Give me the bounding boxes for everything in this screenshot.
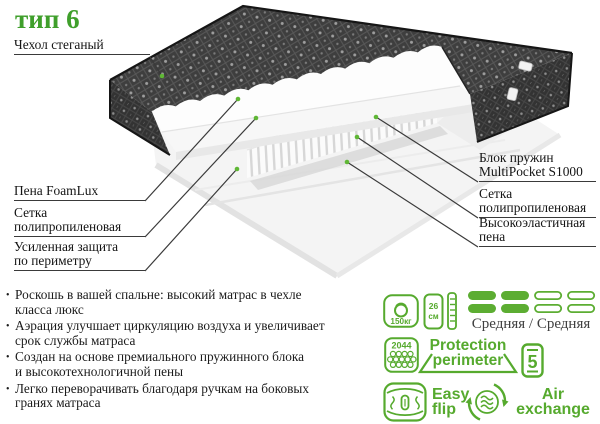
height-value: 26 <box>429 301 439 311</box>
cover-tag <box>506 87 519 102</box>
feature-item: •Легко переворачивать благодаря ручкам н… <box>6 380 309 411</box>
perimeter-outline-icon <box>418 353 518 374</box>
bullet-marker: • <box>6 352 10 364</box>
quilted-cover <box>109 4 573 156</box>
feature-list: •Роскошь в вашей спальне: высокий матрас… <box>6 287 378 413</box>
warranty-icon: 5 <box>521 343 544 378</box>
cover-right-face <box>470 53 572 142</box>
callout-pointer-lines <box>144 56 479 272</box>
easy-flip-icon <box>383 382 427 422</box>
callout-perimeter: Усиленная защита по периметру <box>14 240 145 271</box>
protection-perimeter-badge: Protection perimeter <box>418 337 518 374</box>
mattress-cutaway-illustration <box>109 4 573 279</box>
warranty-years: 5 <box>527 352 537 372</box>
callout-mesh-left: Сетка полипропиленовая <box>14 206 145 237</box>
callout-cover: Чехол стеганый <box>14 38 150 55</box>
max-load-icon: 150кг <box>383 294 419 328</box>
cover-left-face <box>110 80 170 155</box>
callout-anchor-dots <box>159 73 379 172</box>
ruler-icon <box>447 292 457 330</box>
bullet-marker: • <box>6 321 10 333</box>
max-load-value: 150кг <box>390 317 412 326</box>
callout-elastic-foam: Высокоэластичная пена <box>479 216 596 247</box>
page-title: тип 6 <box>15 4 80 34</box>
bullet-marker: • <box>6 383 10 395</box>
feature-item: •Аэрация улучшает циркуляцию воздуха и у… <box>6 318 325 348</box>
callout-foamlux: Пена FoamLux <box>14 184 145 201</box>
callout-mesh-right: Сетка полипропиленовая <box>479 187 596 218</box>
bullet-marker: • <box>6 290 10 301</box>
air-exchange-label: Air exchange <box>516 386 590 419</box>
cover-tag <box>518 60 533 72</box>
springs-count-value: 2044 <box>391 341 411 351</box>
firmness-scale <box>468 291 596 313</box>
air-exchange-icon <box>465 383 509 421</box>
protection-word1: Protection <box>429 337 507 354</box>
easy-flip-label: Easy flip <box>432 386 470 419</box>
firmness-label: Средняя / Средняя <box>471 316 591 332</box>
height-icon: 26 см <box>423 293 444 330</box>
callout-spring-block: Блок пружин MultiPocket S1000 <box>479 151 596 182</box>
springs-count-icon: 2044 <box>384 337 419 373</box>
protection-word2: perimeter <box>432 351 504 369</box>
feature-item: •Создан на основе премиального пружинног… <box>6 349 305 379</box>
height-unit: см <box>428 312 438 321</box>
feature-item: •Роскошь в вашей спальне: высокий матрас… <box>6 287 302 317</box>
